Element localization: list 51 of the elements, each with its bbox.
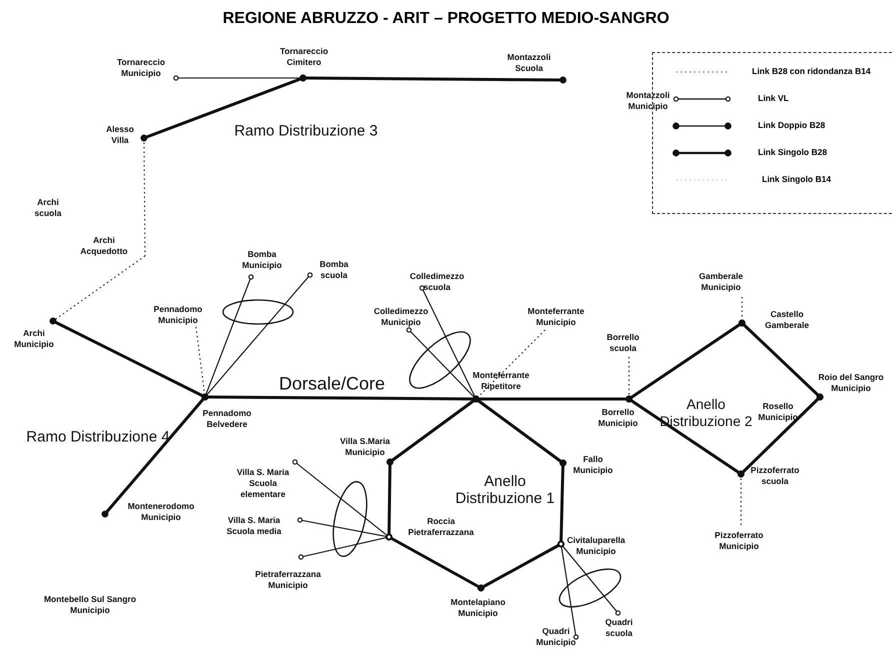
site-label: Montenerodomo Municipio: [117, 500, 205, 524]
dotted-link-line: [144, 138, 146, 256]
site-label: Archi Municipio: [3, 327, 65, 351]
legend-text: Link Singolo B28: [758, 147, 827, 157]
link-line: [626, 396, 744, 478]
section-label: Ramo Distribuzione 3: [234, 122, 378, 140]
site-label: Alesso Villa: [99, 123, 141, 147]
site-label: Fallo Municipio: [565, 453, 621, 477]
site-label: Monteferrante Ripetitore: [464, 369, 538, 393]
site-label: Archi Acquedotto: [70, 234, 138, 258]
site-label: Borrello scuola: [598, 331, 648, 355]
site-label: Bomba scuola: [313, 258, 355, 282]
site-label: Montelapiano Municipio: [442, 596, 514, 620]
site-label: Tornareccio Cimitero: [273, 45, 335, 69]
site-label: Bomba Municipio: [233, 248, 291, 272]
site-label: Villa S. Maria Scuola elementare: [227, 466, 299, 501]
site-label: Archi scuola: [34, 197, 62, 219]
site-label: Quadri scuola: [598, 616, 640, 640]
site-label: Monteferrante Municipio: [519, 305, 593, 329]
site-label: Pizzoferrato scuola: [746, 464, 804, 488]
diagram-title: REGIONE ABRUZZO - ARIT – PROGETTO MEDIO-SANGRO: [222, 10, 670, 28]
site-label: Colledimezzo Municipio: [365, 305, 437, 329]
site-label: Montebello Sul Sangro Municipio: [42, 594, 138, 616]
site-label: Villa S. Maria Scuola media: [217, 514, 291, 538]
site-label: Montazzoli Municipio: [625, 90, 671, 112]
dotted-link-line: [52, 256, 146, 322]
site-label: Civitaluparella Municipio: [562, 534, 630, 558]
site-label: Pennadomo Municipio: [146, 303, 210, 327]
site-label: Montazzoli Scuola: [499, 51, 559, 75]
legend-text: Link B28 con ridondanza B14: [752, 66, 871, 76]
link-line: [140, 74, 306, 142]
site-label: Roio del Sangro Municipio: [807, 371, 892, 395]
legend-text: Link VL: [758, 93, 789, 103]
site-label: Pennadomo Belvedere: [195, 407, 259, 431]
site-label: Roccia Pietraferrazzana: [396, 515, 486, 539]
link-line: [298, 534, 392, 560]
section-label: Dorsale/Core: [278, 374, 386, 394]
site-label: Borrello Municipio: [587, 406, 649, 430]
site-label: Villa S.Maria Municipio: [333, 435, 397, 459]
site-label: Tornareccio Municipio: [111, 56, 171, 80]
site-label: Gamberale Municipio: [689, 270, 753, 294]
site-label: Pizzoferrato Municipio: [705, 529, 773, 553]
section-label: Anello Distribuzione 1: [454, 473, 556, 507]
site-label: Pietraferrazzana Municipio: [242, 568, 334, 592]
site-label: Quadri Municipio: [531, 625, 581, 649]
link-line: [472, 396, 566, 466]
legend-text: Link Doppio B28: [758, 120, 826, 130]
site-label: Castello Gamberale: [757, 308, 817, 332]
site-label: Colledimezzo scuola: [407, 270, 467, 294]
legend-text: Link Singolo B14: [762, 174, 831, 184]
link-line: [558, 541, 621, 616]
